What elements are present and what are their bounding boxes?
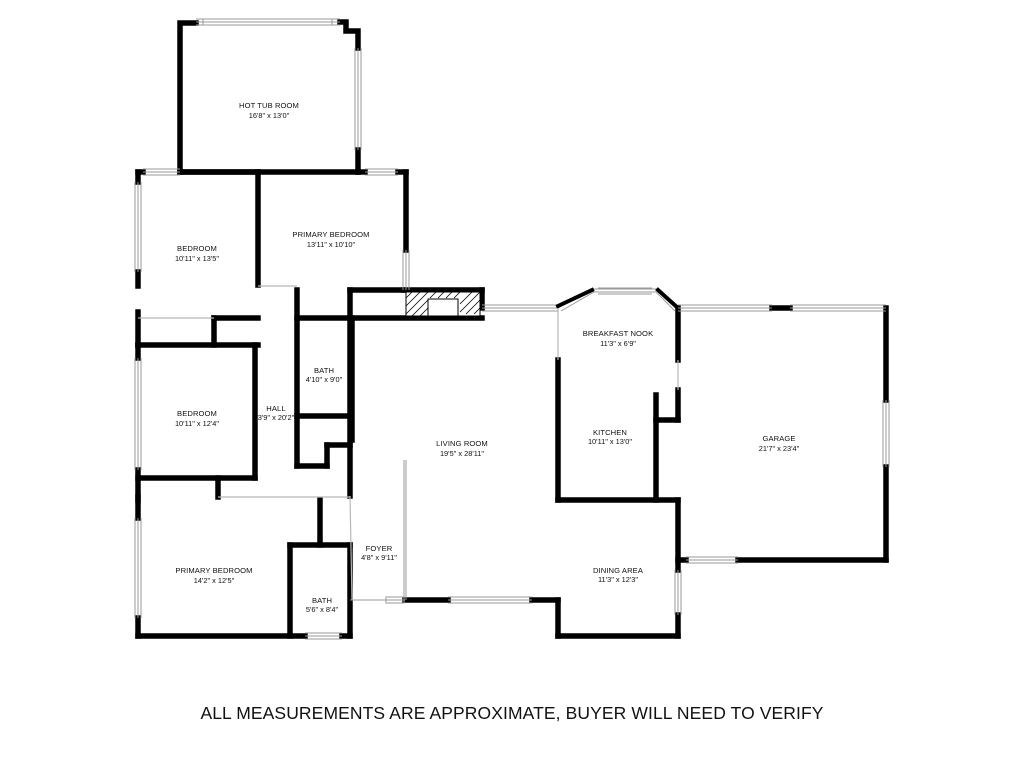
room-name-kitchen: KITCHEN (593, 428, 627, 437)
room-name-dining-area: DINING AREA (593, 566, 644, 575)
room-name-breakfast-nook: BREAKFAST NOOK (583, 329, 653, 338)
room-dims-bath-lower: 5'6" x 8'4" (306, 605, 339, 614)
room-name-foyer: FOYER (366, 544, 393, 553)
measurement-disclaimer: ALL MEASUREMENTS ARE APPROXIMATE, BUYER … (200, 703, 824, 723)
room-dims-foyer: 4'8" x 9'11" (361, 553, 397, 562)
room-name-bath-upper: BATH (314, 366, 334, 375)
room-dims-dining-area: 11'3" x 12'3" (598, 575, 638, 584)
room-name-bedroom-upper: BEDROOM (177, 244, 217, 253)
room-name-hall: HALL (266, 404, 285, 413)
room-dims-kitchen: 10'11" x 13'0" (588, 437, 632, 446)
wall-hot-tub-room (177, 20, 199, 175)
room-name-primary-bedroom-lower: PRIMARY BEDROOM (175, 566, 252, 575)
room-dims-bedroom-upper: 10'11" x 13'5" (175, 254, 219, 263)
room-name-living-room: LIVING ROOM (436, 439, 488, 448)
room-name-garage: GARAGE (762, 434, 795, 443)
room-name-hot-tub: HOT TUB ROOM (239, 101, 299, 110)
room-dims-bedroom-middle: 10'11" x 12'4" (175, 419, 219, 428)
room-dims-primary-bedroom-lower: 14'2" x 12'5" (194, 576, 235, 585)
room-dims-hot-tub: 16'8" x 13'0" (249, 111, 290, 120)
room-dims-bath-upper: 4'10" x 9'0" (306, 375, 343, 384)
room-labels: HOT TUB ROOM 16'8" x 13'0" PRIMARY BEDRO… (175, 101, 800, 614)
room-dims-breakfast-nook: 11'3" x 6'9" (600, 339, 636, 348)
room-dims-garage: 21'7" x 23'4" (759, 444, 800, 453)
interior-lines (138, 285, 679, 601)
room-dims-hall: 3'9" x 20'2" (258, 413, 295, 422)
room-name-bedroom-middle: BEDROOM (177, 409, 217, 418)
room-dims-living-room: 19'5" x 28'11" (440, 449, 484, 458)
fireplace (405, 291, 481, 317)
windows (134, 18, 890, 640)
wall-hot-tub-room-right (337, 19, 361, 51)
room-name-bath-lower: BATH (312, 596, 332, 605)
room-dims-primary-bedroom-upper: 13'11" x 10'10" (307, 240, 356, 249)
room-name-primary-bedroom-upper: PRIMARY BEDROOM (292, 230, 369, 239)
